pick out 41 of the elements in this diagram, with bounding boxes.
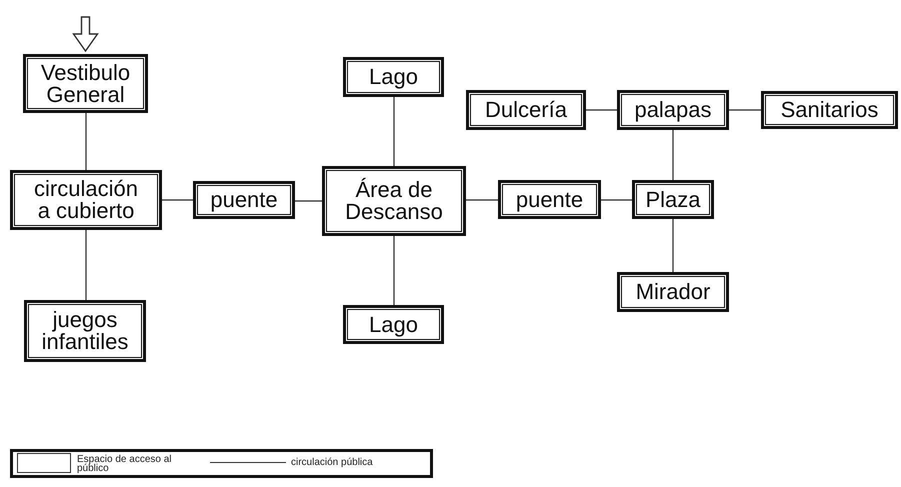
area-label: Plaza xyxy=(645,188,701,210)
area-box xyxy=(343,305,444,344)
area-box xyxy=(343,57,444,97)
connector-line xyxy=(162,199,193,201)
area-box xyxy=(23,54,148,113)
connector-line xyxy=(393,97,395,166)
connector-line xyxy=(586,109,617,111)
connector-line xyxy=(672,130,674,180)
area-label: Mirador xyxy=(636,281,710,303)
area-label: puente xyxy=(210,189,278,211)
connector-line xyxy=(393,236,395,305)
legend-label: Espacio de acceso al público xyxy=(77,455,173,473)
area-label: Lago xyxy=(369,314,418,336)
area-label: Sanitarios xyxy=(780,99,878,121)
connector-line xyxy=(295,200,322,202)
connector-line xyxy=(85,230,87,300)
area-box xyxy=(24,300,146,362)
connector-line xyxy=(601,199,632,201)
connector-line xyxy=(85,113,87,170)
area-box xyxy=(761,91,898,129)
area-label: Vestibulo General xyxy=(40,62,132,106)
area-box xyxy=(193,181,295,219)
connector-line xyxy=(466,199,498,201)
area-box xyxy=(617,272,729,312)
area-label: palapas xyxy=(634,99,712,121)
area-label: puente xyxy=(516,188,584,210)
area-box xyxy=(322,166,466,236)
area-box xyxy=(10,170,162,230)
area-label: juegos infantiles xyxy=(40,309,130,353)
area-label: circulación a cubierto xyxy=(33,178,139,222)
area-box xyxy=(466,90,586,130)
area-label: Lago xyxy=(369,66,418,88)
connector-line xyxy=(729,109,761,111)
area-box xyxy=(632,180,714,219)
entrance-arrow xyxy=(72,16,99,52)
area-box xyxy=(498,180,601,219)
area-box xyxy=(617,90,729,130)
connector-line xyxy=(672,219,674,272)
legend-label: circulación pública xyxy=(291,458,374,467)
area-label: Dulcería xyxy=(485,99,567,121)
area-label: Área de Descanso xyxy=(344,179,444,223)
